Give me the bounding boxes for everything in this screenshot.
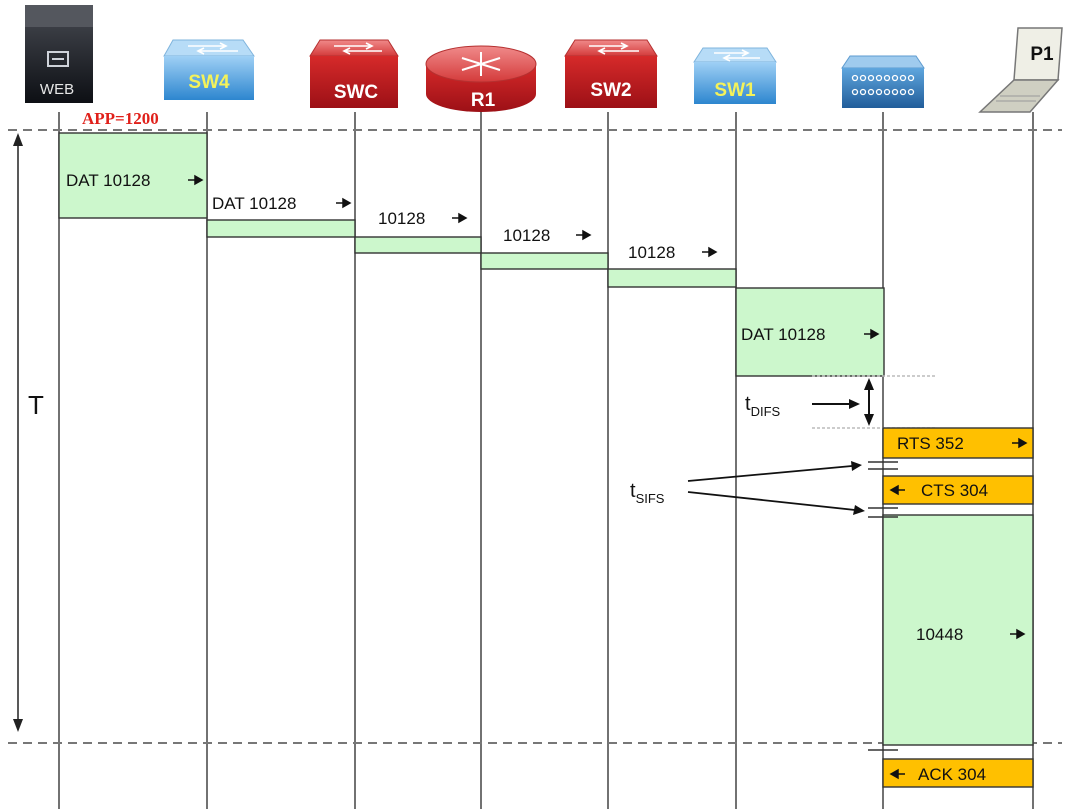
frame-ack — [882, 758, 1034, 788]
svg-text:tSIFS: tSIFS — [630, 480, 665, 506]
switch-sw4-icon: SW4 — [163, 39, 255, 100]
router-r1-icon: R1 — [425, 45, 537, 112]
arrow-down-icon — [13, 719, 23, 732]
app-size-label: APP=1200 — [82, 109, 159, 128]
frame-sw2 — [607, 268, 737, 288]
wired-frames — [58, 132, 885, 377]
switch-swc-icon: SWC — [309, 39, 399, 108]
arrow-up-icon — [13, 133, 23, 146]
wifi-direction-arrows — [889, 437, 1028, 780]
frame-cts — [882, 475, 1034, 505]
frame-label-rts: RTS 352 — [897, 434, 964, 453]
sifs-ticks — [868, 461, 898, 751]
device-label-sw2: SW2 — [590, 80, 631, 101]
arrow-right-icon — [1016, 628, 1026, 640]
access-point-icon — [841, 55, 925, 108]
difs-timing: tDIFS — [745, 375, 936, 429]
device-label-web: WEB — [40, 81, 74, 98]
frame-label-swc: 10128 — [378, 209, 425, 228]
time-axis: T — [13, 133, 44, 732]
frame-sw1 — [735, 287, 885, 377]
device-label-r1: R1 — [471, 90, 496, 111]
frame-swc — [354, 236, 482, 254]
frame-label-ack: ACK 304 — [918, 765, 986, 784]
frame-data-wifi — [882, 514, 1034, 746]
sifs-timing: tSIFS — [630, 461, 865, 515]
sifs-subscript: SIFS — [636, 491, 665, 506]
svg-text:tDIFS: tDIFS — [745, 393, 781, 419]
frame-label-sw4: DAT 10128 — [212, 194, 296, 213]
frame-web — [58, 132, 208, 219]
frame-sw4 — [206, 219, 356, 238]
device-label-p1: P1 — [1030, 44, 1054, 65]
direction-arrows — [188, 174, 880, 340]
frame-label-sw1: DAT 10128 — [741, 325, 825, 344]
sifs-symbol: t — [630, 480, 636, 502]
frame-label-cts: CTS 304 — [921, 481, 988, 500]
arrow-left-icon — [889, 768, 899, 780]
wifi-frames — [882, 427, 1034, 788]
device-label-swc: SWC — [334, 82, 379, 103]
switch-sw1-icon: SW1 — [693, 47, 777, 104]
difs-symbol: t — [745, 393, 751, 415]
frame-label-r1: 10128 — [503, 226, 550, 245]
frame-r1 — [480, 252, 609, 270]
switch-sw2-icon: SW2 — [564, 39, 658, 108]
device-label-sw4: SW4 — [188, 72, 230, 93]
laptop-p1-icon: P1 — [978, 27, 1063, 113]
frame-label-web: DAT 10128 — [66, 171, 150, 190]
arrow-left-icon — [889, 484, 899, 496]
frame-rts — [882, 427, 1034, 459]
frame-label-data-wifi: 10448 — [916, 625, 963, 644]
arrow-right-icon — [1018, 437, 1028, 449]
web-server-icon: WEB — [25, 5, 93, 103]
device-label-sw1: SW1 — [714, 80, 756, 101]
frame-label-sw2: 10128 — [628, 243, 675, 262]
time-axis-label: T — [28, 390, 44, 420]
difs-subscript: DIFS — [751, 404, 781, 419]
